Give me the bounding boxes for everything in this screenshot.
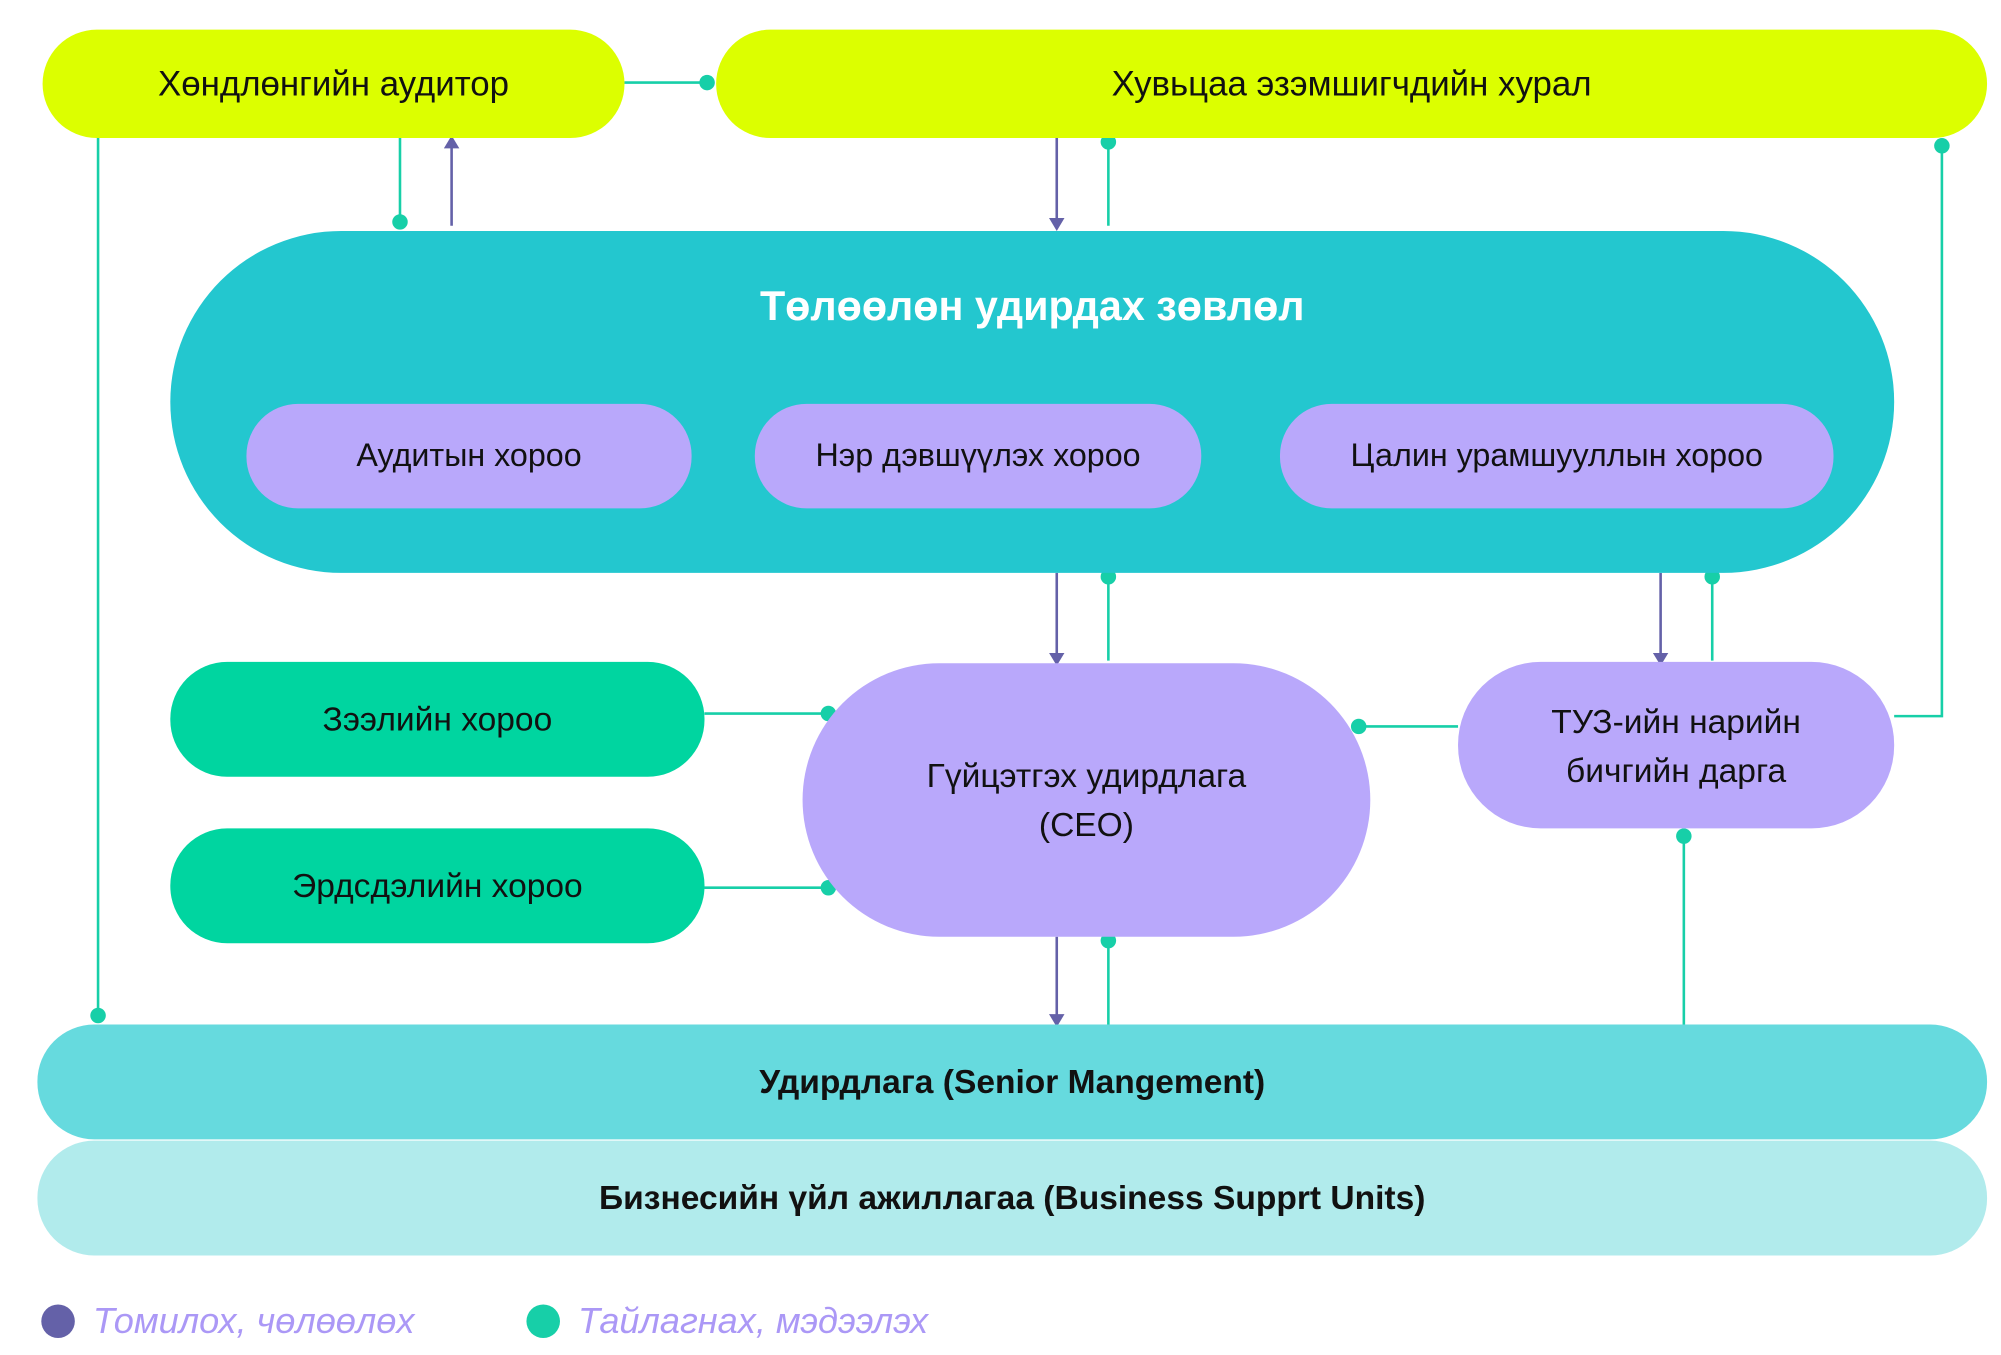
ceo-label-line2: (CEO) (1038, 805, 1134, 844)
shareholders-meeting-node: Хувьцаа эзэмшигчдийн хурал (716, 29, 1988, 139)
report-dot-board-to-shareholders (1100, 134, 1117, 150)
report-line-secretary-to-shareholders (1894, 145, 1944, 718)
report-dot-secretary-to-shareholders (1934, 138, 1950, 154)
legend-item-appoint: Томилох, чөлөөлөх (41, 1295, 414, 1347)
external-auditor-label: Хөндлөнгийн аудитор (158, 63, 510, 103)
report-dot-management-to-secretary (1676, 828, 1692, 844)
business-units-label: Бизнесийн үйл ажиллагаа (Business Supprt… (599, 1178, 1426, 1217)
senior-management-label: Удирдлага (Senior Mangement) (759, 1061, 1266, 1101)
legend-report-label: Тайлагнах, мэдээлэх (578, 1300, 929, 1341)
remuneration-committee-node: Цалин урамшууллын хороо (1279, 403, 1834, 509)
audit-committee-label: Аудитын хороо (356, 437, 582, 474)
report-dot-secretary-to-ceo (1350, 718, 1367, 735)
external-auditor-node: Хөндлөнгийн аудитор (42, 29, 625, 139)
legend-appoint-label: Томилох, чөлөөлөх (92, 1300, 415, 1341)
legend-report-dot-icon (526, 1304, 560, 1339)
report-dot-auditor-to-board (392, 214, 408, 230)
report-dot-auditor-to-management (90, 1007, 106, 1024)
report-dot-auditor-shareholders (699, 74, 715, 91)
board-secretary-label-line1: ТУЗ-ийн нарийн (1551, 701, 1801, 740)
nomination-committee-node: Нэр дэвшүүлэх хороо (754, 403, 1202, 509)
legend-appoint-dot-icon (41, 1304, 75, 1339)
senior-management-node: Удирдлага (Senior Mangement) (37, 1024, 1988, 1140)
loan-committee-node: Зээлийн хороо (170, 661, 705, 777)
risk-committee-label: Эрдсдэлийн хороо (292, 865, 583, 905)
board-secretary-node: ТУЗ-ийн нарийн бичгийн дарга (1458, 661, 1895, 829)
nomination-committee-label: Нэр дэвшүүлэх хороо (815, 437, 1141, 474)
risk-committee-node: Эрдсдэлийн хороо (170, 828, 705, 944)
shareholders-meeting-label: Хувьцаа эзэмшигчдийн хурал (1111, 63, 1592, 103)
board-of-directors-node: Төлөөлөн удирдах зөвлөл Аудитын хороо Нэ… (170, 230, 1895, 573)
loan-committee-label: Зээлийн хороо (322, 699, 553, 739)
ceo-node: Гүйцэтгэх удирдлага (CEO) (802, 663, 1371, 937)
board-secretary-label-line2: бичгийн дарга (1566, 750, 1787, 790)
remuneration-committee-label: Цалин урамшууллын хороо (1350, 437, 1763, 474)
audit-committee-node: Аудитын хороо (246, 403, 692, 509)
legend-item-report: Тайлагнах, мэдээлэх (526, 1295, 928, 1347)
business-units-node: Бизнесийн үйл ажиллагаа (Business Supprt… (37, 1140, 1988, 1256)
board-of-directors-title: Төлөөлөн удирдах зөвлөл (759, 282, 1305, 330)
ceo-label-line1: Гүйцэтгэх удирдлага (926, 756, 1247, 795)
